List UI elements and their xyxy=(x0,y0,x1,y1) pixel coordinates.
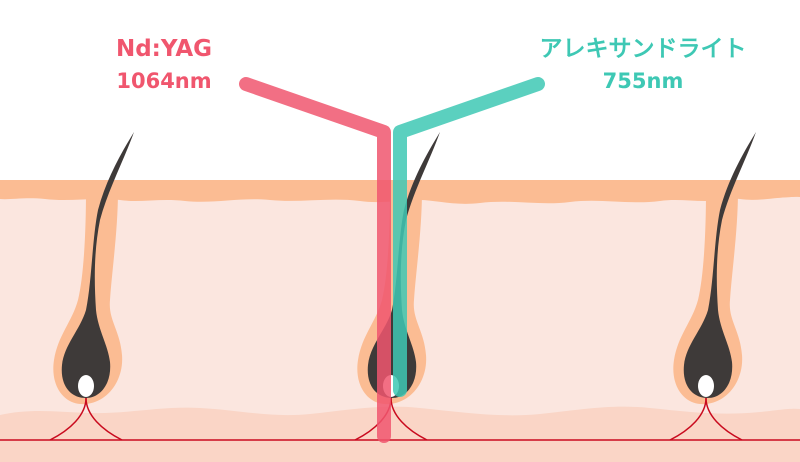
alexandrite-name: アレキサンドライト xyxy=(539,36,747,62)
subcutaneous-layer xyxy=(0,406,800,462)
laser-beam-alexandrite xyxy=(393,77,545,397)
hair-follicle xyxy=(53,132,134,405)
ndyag-name: Nd:YAG xyxy=(115,36,213,62)
dermal-papilla xyxy=(78,375,94,397)
dermal-papilla xyxy=(698,375,714,397)
alexandrite-label: アレキサンドライト 755nm xyxy=(528,38,758,92)
laser-beam-ndyag xyxy=(239,77,391,443)
hair-follicle xyxy=(673,132,756,405)
ndyag-label: Nd:YAG 1064nm xyxy=(104,38,224,92)
alexandrite-wavelength: 755nm xyxy=(602,69,684,93)
ndyag-wavelength: 1064nm xyxy=(116,69,212,93)
hair-shaft xyxy=(61,132,134,398)
hair-shaft xyxy=(683,132,756,398)
